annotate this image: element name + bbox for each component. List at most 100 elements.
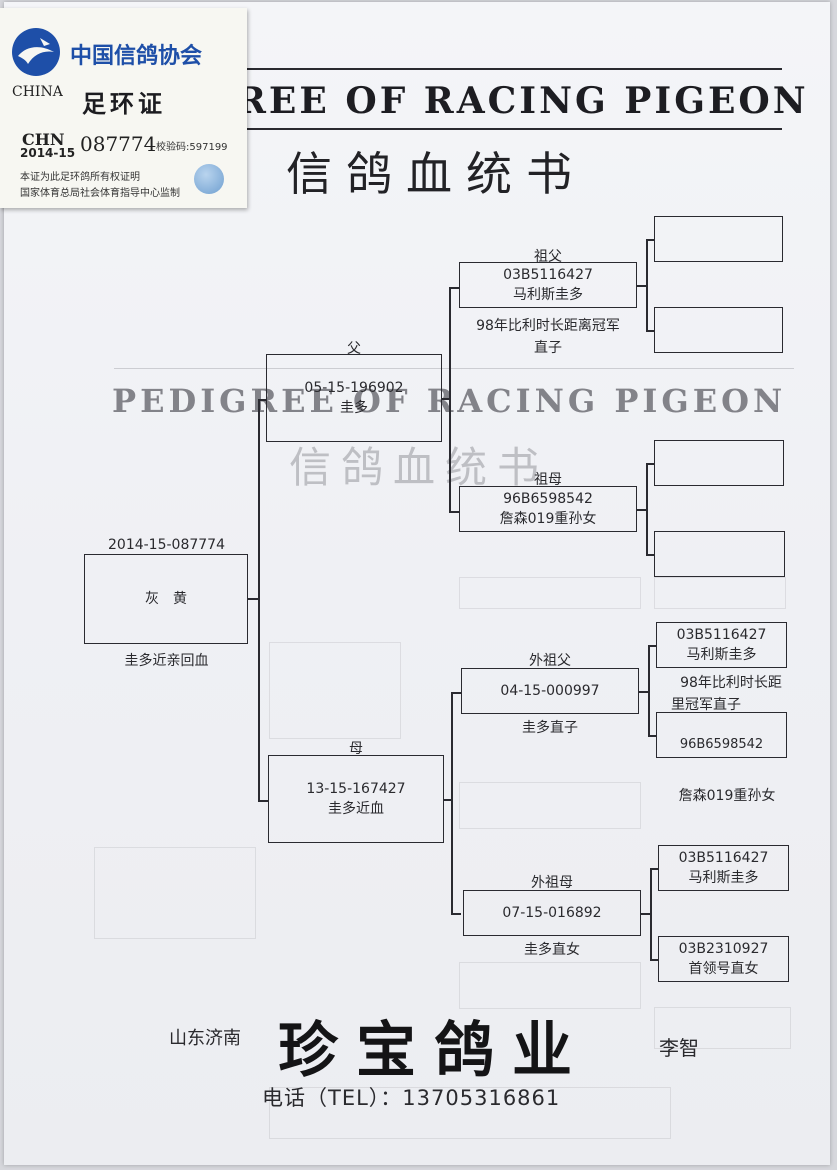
cert-type: 足环证 (82, 89, 166, 118)
connector (258, 399, 260, 801)
dam-ring: 13-15-167427 (306, 781, 406, 797)
cert-check-code: 校验码:597199 (156, 142, 228, 153)
paternal-granddam-label: 祖母 (534, 472, 562, 488)
mgd-sire-ring: 03B5116427 (678, 850, 769, 866)
connector (258, 800, 268, 802)
connector (449, 287, 451, 512)
cert-note-2: 国家体育总局社会体育指导中心监制 (20, 188, 180, 199)
ghost-rule (114, 368, 794, 369)
connector (646, 463, 654, 465)
sire-ring: 05-15-196902 (304, 380, 404, 396)
connector (449, 287, 459, 289)
connector (641, 913, 651, 915)
cert-ring-prefix: 2014-15 (20, 146, 76, 160)
maternal-grandsire-label: 外祖父 (529, 653, 571, 669)
ghost-box (654, 577, 786, 609)
paternal-grandsire-ring: 03B5116427 (503, 267, 593, 283)
paternal-granddam-box: 96B6598542 詹森019重孙女 (459, 486, 637, 532)
ghost-box (269, 642, 401, 739)
pedigree-sheet: REE OF RACING PIGEON 信鸽血统书 PEDIGREE OF R… (4, 2, 830, 1165)
connector (646, 554, 654, 556)
dam-name: 圭多近血 (328, 801, 384, 817)
connector (648, 645, 650, 736)
great-grandparent-box-empty (654, 531, 785, 577)
mgs-dam-ring: 96B6598542 (679, 737, 764, 752)
mgd-sire-name: 马利斯圭多 (688, 870, 759, 886)
title-english: REE OF RACING PIGEON (236, 80, 809, 122)
sire-box: 05-15-196902 圭多 (266, 354, 442, 442)
paternal-grandsire-name: 马利斯圭多 (513, 287, 583, 303)
maternal-grandsire-box: 04-15-000997 (461, 668, 639, 714)
ghost-box (459, 577, 641, 609)
paternal-grandsire-note-1: 98年比利时长距离冠军 (476, 318, 620, 334)
dam-box: 13-15-167427 圭多近血 (268, 755, 444, 843)
mgs-note-1: 98年比利时长距 (680, 675, 782, 691)
ghost-box (459, 782, 641, 829)
connector (442, 398, 450, 400)
cert-org-name: 中国信鸽协会 (70, 44, 203, 69)
paternal-granddam-ring: 96B6598542 (503, 491, 593, 507)
connector (444, 799, 452, 801)
title-chinese: 信鸽血统书 (286, 147, 586, 201)
ghost-box (459, 962, 641, 1009)
connector (646, 239, 648, 331)
mgs-dam-name: 詹森019重孙女 (678, 788, 776, 804)
mgs-note-2: 里冠军直子 (671, 697, 741, 713)
connector (449, 511, 459, 513)
connector (451, 692, 461, 694)
paternal-grandsire-label: 祖父 (534, 249, 562, 265)
connector (650, 868, 652, 960)
paternal-grandsire-box: 03B5116427 马利斯圭多 (459, 262, 637, 308)
great-grandparent-box-empty (654, 440, 784, 486)
mgd-dam-box: 03B2310927 首领号直女 (658, 936, 789, 982)
mgd-dam-name: 首领号直女 (688, 961, 759, 977)
footer-phone: 电话（TEL）：13705316861 (262, 1086, 561, 1110)
connector (639, 691, 649, 693)
great-grandparent-box-empty (654, 307, 783, 353)
dam-label: 母 (349, 741, 363, 757)
great-grandparent-box-empty (654, 216, 783, 262)
connector (646, 239, 654, 241)
connector (637, 509, 647, 511)
mgd-dam-ring: 03B2310927 (678, 941, 769, 957)
maternal-grandsire-ring: 04-15-000997 (500, 683, 600, 699)
maternal-granddam-label: 外祖母 (531, 875, 573, 891)
connector (637, 285, 647, 287)
connector (258, 399, 266, 401)
cert-chn-label: CHN (22, 130, 65, 149)
ring-certificate: 中国信鸽协会 CHINA 足环证 CHN 2014-15 087774 校验码:… (0, 8, 247, 208)
paternal-grandsire-note-2: 直子 (534, 340, 562, 356)
connector (646, 330, 654, 332)
maternal-grandsire-note: 圭多直子 (522, 720, 578, 736)
connector (648, 735, 656, 737)
sire-name: 圭多 (340, 400, 368, 416)
sire-label: 父 (347, 341, 361, 357)
cert-note-1: 本证为此足环鸽所有权证明 (20, 172, 140, 183)
mgs-sire-ring: 03B5116427 (676, 627, 767, 643)
paternal-granddam-name: 詹森019重孙女 (499, 511, 597, 527)
header-rule-bottom (244, 128, 782, 130)
connector (648, 645, 656, 647)
connector (451, 692, 453, 914)
dove-logo-icon (12, 28, 60, 76)
connector (451, 913, 461, 915)
connector (248, 598, 259, 600)
footer-brand: 珍宝鸽业 (278, 1016, 590, 1086)
ghost-title-english: PEDIGREE OF RACING PIGEON (112, 382, 787, 420)
ghost-title-chinese: 信鸽血统书 (289, 443, 550, 492)
cert-ring-number: 087774 (80, 132, 157, 156)
connector (650, 868, 658, 870)
footer-owner: 李智 (659, 1036, 699, 1060)
footer-location: 山东济南 (169, 1028, 241, 1049)
subject-color: 灰 黄 (145, 591, 187, 607)
connector (650, 959, 658, 961)
ghost-box (94, 847, 256, 939)
maternal-granddam-box: 07-15-016892 (463, 890, 641, 936)
mgd-sire-box: 03B5116427 马利斯圭多 (658, 845, 789, 891)
mgs-sire-name: 马利斯圭多 (686, 647, 757, 663)
maternal-granddam-ring: 07-15-016892 (502, 905, 602, 921)
subject-ring-label: 2014-15-087774 (108, 537, 225, 553)
cert-country: CHINA (12, 84, 63, 100)
subject-note: 圭多近亲回血 (124, 653, 209, 669)
subject-box: 灰 黄 (84, 554, 248, 644)
